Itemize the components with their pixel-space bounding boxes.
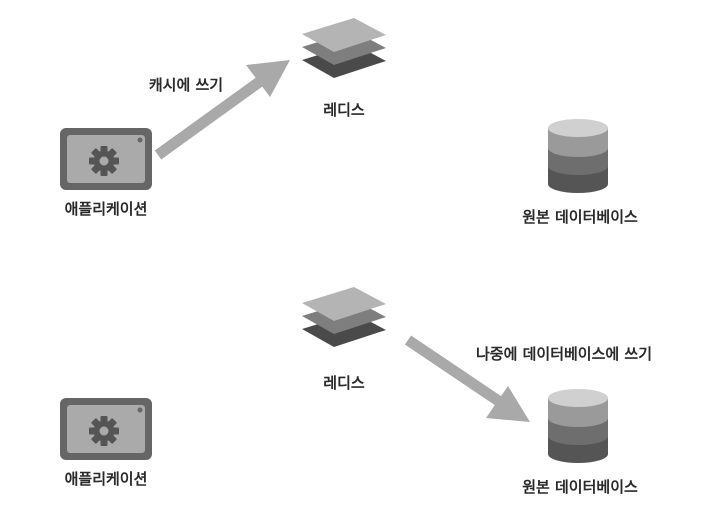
database-label: 원본 데이터베이스 bbox=[522, 208, 638, 226]
database-icon bbox=[548, 119, 608, 193]
redis-stack-icon bbox=[302, 287, 386, 347]
application-node bbox=[60, 398, 152, 460]
database-icon bbox=[548, 389, 608, 463]
application-label: 애플리케이션 bbox=[64, 200, 148, 218]
redis-label: 레디스 bbox=[323, 374, 365, 392]
application-label: 애플리케이션 bbox=[64, 470, 148, 488]
gear-icon bbox=[89, 416, 119, 446]
redis-stack-icon bbox=[302, 18, 386, 78]
arrow-label: 나중에 데이터베이스에 쓰기 bbox=[475, 345, 653, 363]
arrow-icon bbox=[154, 60, 290, 160]
arrow-label: 캐시에 쓰기 bbox=[148, 76, 224, 94]
application-node bbox=[60, 128, 152, 190]
database-label: 원본 데이터베이스 bbox=[522, 478, 638, 496]
arrow-icon bbox=[404, 335, 530, 422]
redis-label: 레디스 bbox=[323, 101, 365, 119]
gear-icon bbox=[89, 146, 119, 176]
